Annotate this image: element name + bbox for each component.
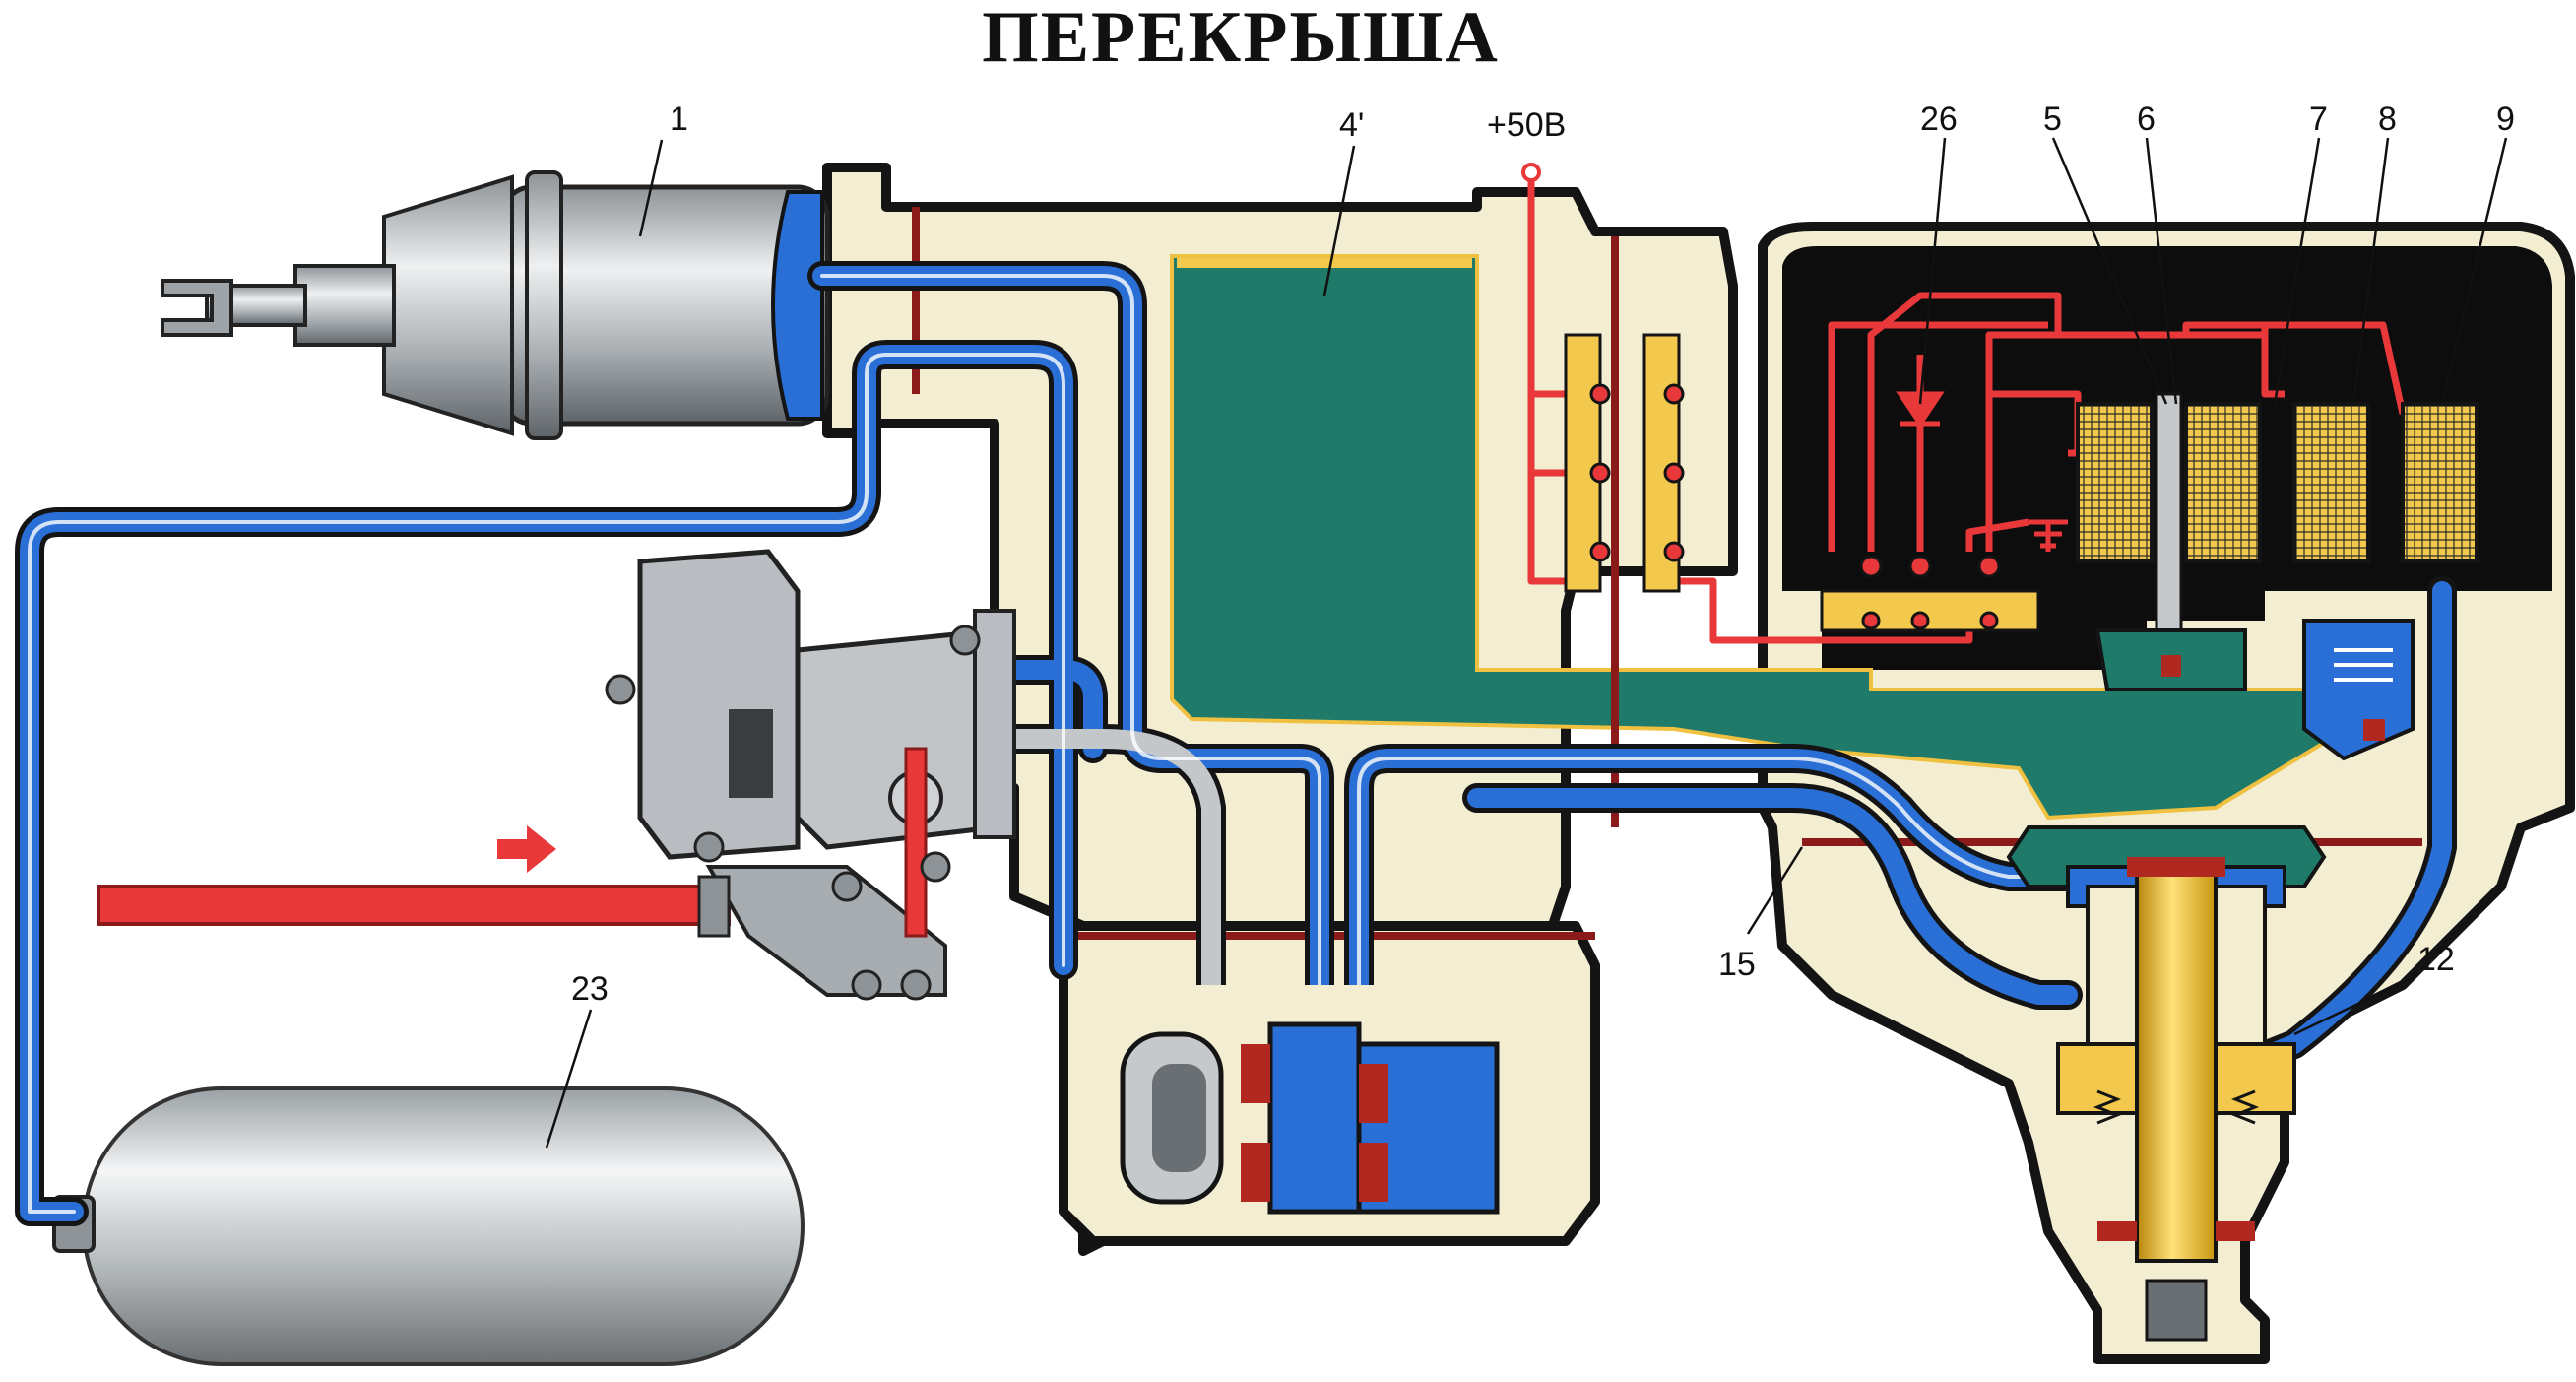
brake-cylinder	[161, 170, 830, 440]
air-reservoir	[52, 1086, 805, 1366]
label-7: 7	[2309, 100, 2328, 138]
label-1: 1	[670, 100, 688, 138]
cutoff-cock	[97, 549, 1016, 1001]
label-4: 4'	[1339, 106, 1364, 144]
label-12: 12	[2417, 941, 2455, 978]
solenoid-coils	[2076, 392, 2479, 672]
central-piston	[2006, 825, 2327, 1342]
label-26: 26	[1920, 100, 1958, 138]
ground-symbol-icon	[2029, 519, 2068, 552]
label-8: 8	[2378, 100, 2397, 138]
label-15: 15	[1718, 946, 1756, 983]
leader-lines	[545, 137, 2508, 1149]
coil-valves	[2094, 619, 2415, 761]
page-title: ПЕРЕКРЫША	[982, 0, 1500, 78]
label-23: 23	[571, 970, 609, 1008]
label-9: 9	[2496, 100, 2515, 138]
label-6: 6	[2137, 100, 2156, 138]
red-arrow-right-icon	[497, 825, 556, 873]
terminal-block	[1564, 333, 1685, 593]
contact-bar	[1820, 589, 2040, 632]
chamber-4	[1170, 254, 2365, 821]
air-lines	[15, 261, 2457, 1226]
lower-valve-block	[1113, 985, 1566, 1215]
callout-labels: 1 4' +50В 26 5 6 7 8 9 15 12 23	[571, 100, 2515, 1008]
terminal-50v	[1521, 163, 1541, 182]
label-5: 5	[2043, 100, 2062, 138]
label-50v: +50В	[1487, 106, 1566, 144]
contact-points	[1859, 555, 2001, 630]
